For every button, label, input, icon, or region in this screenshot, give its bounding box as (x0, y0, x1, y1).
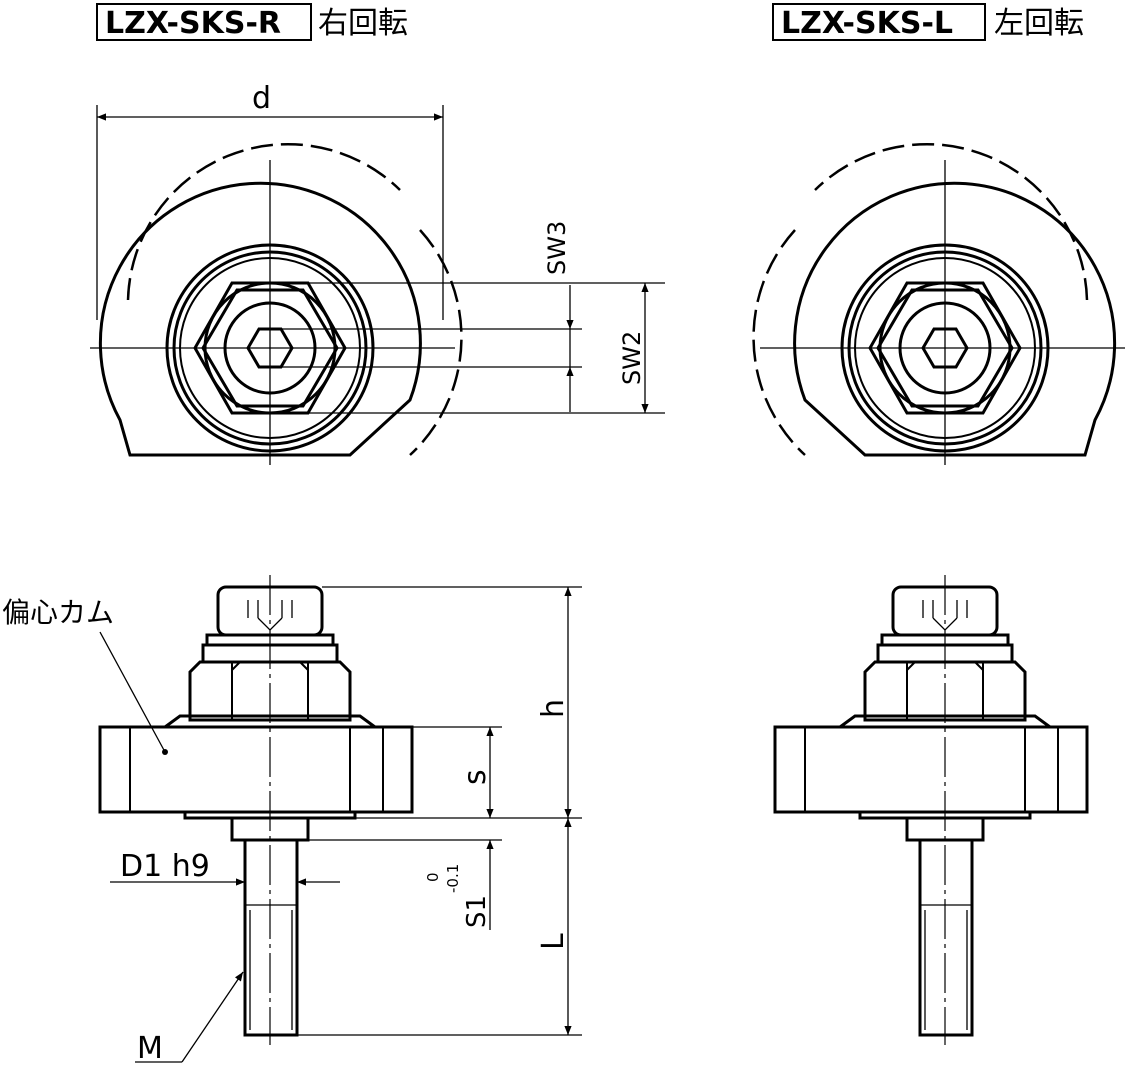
top-view-right (88, 142, 463, 467)
s1-tol-lower: -0.1 (444, 864, 462, 893)
side-view-right (98, 573, 414, 1047)
rotation-r: 右回転 (318, 6, 408, 41)
s1-label: S1 (462, 895, 492, 928)
d1-label: D1 h9 (120, 849, 210, 884)
rotation-l: 左回転 (994, 6, 1084, 41)
dimension-sw: SW3 SW2 (281, 221, 665, 414)
d-label: d (252, 81, 271, 116)
model-r: LZX-SKS-R (105, 6, 281, 41)
s1-tol-upper: 0 (424, 872, 442, 882)
s-label: s (458, 769, 493, 785)
sw3-label: SW3 (543, 221, 571, 275)
L-label: L (536, 933, 571, 950)
top-view-left (752, 142, 1127, 467)
m-label: M (137, 1031, 163, 1066)
title-right-rotation: LZX-SKS-R 右回転 (96, 3, 408, 41)
side-view-left (773, 573, 1089, 1047)
dimension-d: d (96, 81, 444, 320)
h-label: h (536, 699, 571, 718)
title-left-rotation: LZX-SKS-L 左回転 (772, 3, 1084, 41)
eccentric-cam-label: 偏心カム (2, 596, 114, 629)
dimension-side: h s L S1 -0.1 0 D1 h9 M 偏心カム (2, 586, 582, 1066)
sw2-label: SW2 (618, 331, 646, 385)
model-l: LZX-SKS-L (781, 6, 953, 41)
